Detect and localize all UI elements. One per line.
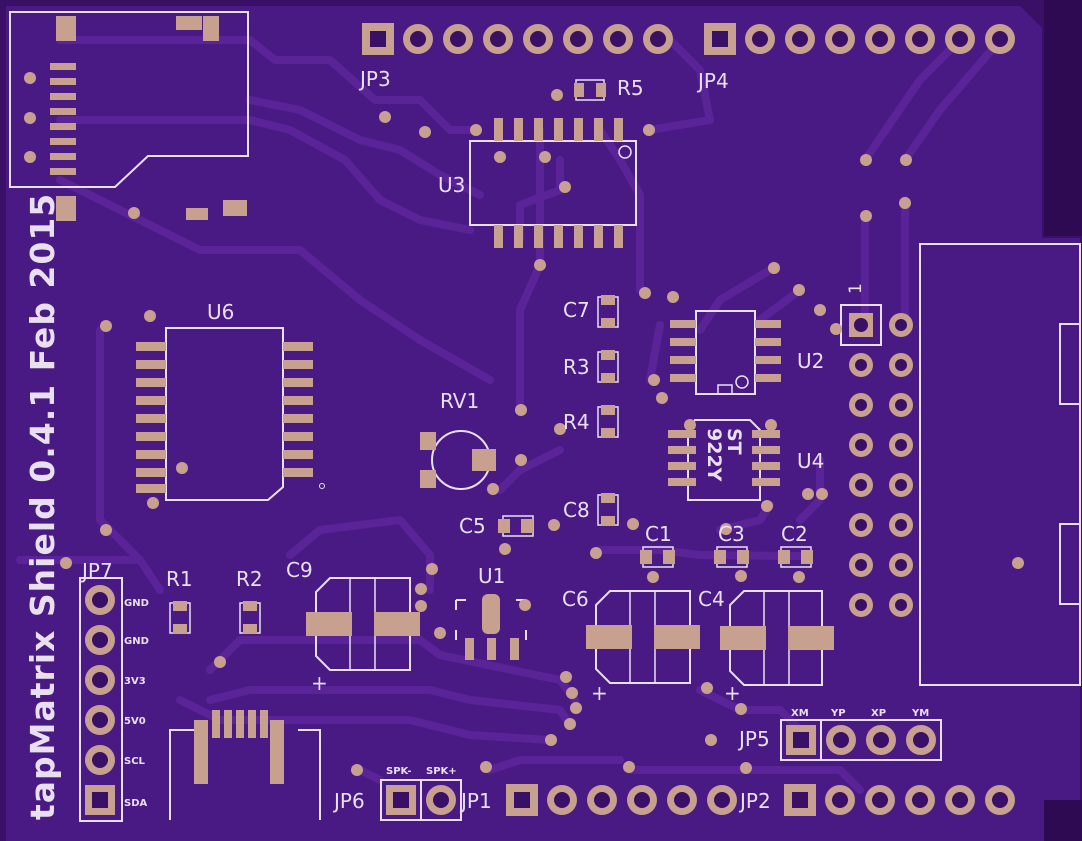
label-u2: U2	[797, 349, 824, 373]
label-jp3: JP3	[358, 67, 391, 91]
label-u1: U1	[478, 564, 505, 588]
label-rv1: RV1	[440, 389, 479, 413]
label-c4: C4	[698, 587, 725, 611]
label-r1: R1	[166, 567, 193, 591]
label-r2: R2	[236, 567, 263, 591]
label-c7: C7	[563, 298, 590, 322]
jp7-pin-3: 3V3	[124, 676, 146, 687]
label-jp1: JP1	[459, 789, 492, 813]
plus-c6: +	[591, 681, 608, 705]
jp7-pin-5: SCL	[124, 756, 146, 767]
label-c2: C2	[781, 522, 808, 546]
header-jp3	[362, 23, 673, 55]
label-c9: C9	[286, 558, 313, 582]
jp6-pin-1: SPK-	[386, 766, 412, 777]
plus-c4: +	[724, 681, 741, 705]
label-jp5: JP5	[737, 727, 770, 751]
trimmer-rv1	[420, 430, 496, 490]
label-jp7: JP7	[80, 559, 113, 583]
header-jp4	[704, 23, 1015, 55]
label-u4: U4	[797, 449, 824, 473]
module-topleft	[9, 11, 249, 221]
jp7-pin-2: GND	[124, 636, 149, 647]
jp5-pin-3: XP	[871, 708, 886, 719]
label-pin1: 1	[846, 283, 866, 294]
capacitor-c4	[720, 590, 834, 686]
regulator-u1	[455, 594, 527, 660]
header-jp1	[506, 784, 737, 816]
label-c3: C3	[718, 522, 745, 546]
header-jp6	[380, 779, 462, 821]
label-r4: R4	[563, 410, 590, 434]
header-jp5	[780, 719, 942, 761]
jp5-pin-1: XM	[791, 708, 809, 719]
label-c6: C6	[562, 587, 589, 611]
label-r3: R3	[563, 355, 590, 379]
board-title: tapMatrix Shield 0.4.1 Feb 2015	[23, 193, 62, 820]
label-c1: C1	[645, 522, 672, 546]
jp7-pin-4: 5V0	[124, 716, 146, 727]
plus-c9: +	[311, 671, 328, 695]
label-jp4: JP4	[696, 69, 729, 93]
copper-traces	[16, 26, 1004, 794]
label-c8: C8	[563, 498, 590, 522]
resistors-r1-r2	[169, 601, 261, 634]
label-u6: U6	[207, 300, 234, 324]
jp6-pin-2: SPK+	[426, 766, 457, 777]
chip-u6	[136, 327, 325, 501]
chip-mark-b: 922Y	[703, 428, 725, 482]
passives-horizontal	[498, 515, 813, 568]
label-c5: C5	[459, 514, 486, 538]
header-jp7	[79, 577, 123, 822]
chip-mark-a: ST	[723, 428, 745, 455]
label-jp2: JP2	[738, 789, 771, 813]
label-r5: R5	[617, 76, 644, 100]
jp7-pin-1: GND	[124, 598, 149, 609]
jp5-pin-2: YP	[830, 708, 846, 719]
resistor-r5	[574, 79, 606, 101]
chip-u3	[469, 118, 637, 248]
passives-vertical	[597, 295, 619, 526]
header-jp2	[784, 784, 1015, 816]
capacitor-c9	[306, 577, 420, 671]
jp7-pin-6: SDA	[124, 798, 148, 809]
label-u3: U3	[438, 173, 465, 197]
jp5-pin-4: YM	[911, 708, 929, 719]
vias	[24, 72, 1024, 776]
header-right	[840, 243, 1081, 686]
capacitor-c6	[586, 590, 700, 684]
label-jp6: JP6	[332, 789, 365, 813]
chip-u2	[670, 310, 781, 395]
usb-connector	[169, 710, 321, 820]
